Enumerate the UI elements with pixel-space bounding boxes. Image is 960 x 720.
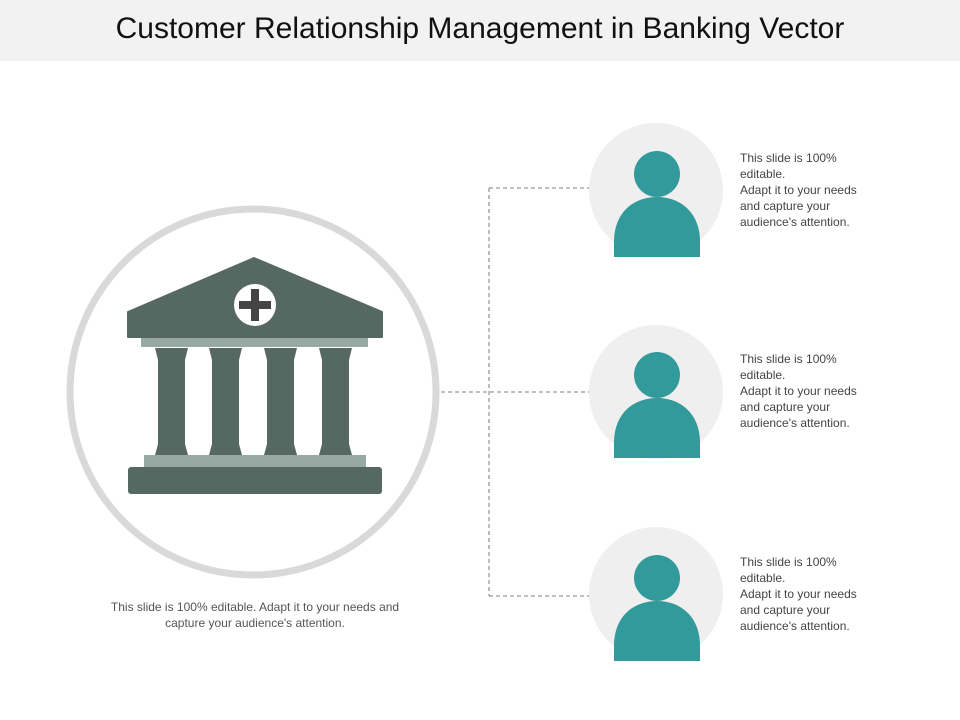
person-text-2: This slide is 100% editable. Adapt it to…	[740, 351, 880, 431]
person-text-line1: This slide is 100% editable.	[740, 555, 837, 585]
page-title: Customer Relationship Management in Bank…	[115, 12, 845, 45]
connector-lines	[434, 187, 590, 597]
person-text-line2: Adapt it to your needs and capture your …	[740, 183, 857, 229]
person-text-line2: Adapt it to your needs and capture your …	[740, 384, 857, 430]
title-bar	[0, 0, 960, 61]
person-text-3: This slide is 100% editable. Adapt it to…	[740, 554, 880, 634]
person-text-line2: Adapt it to your needs and capture your …	[740, 587, 857, 633]
plus-icon	[234, 284, 276, 326]
user-icon	[614, 352, 700, 458]
person-text-line1: This slide is 100% editable.	[740, 352, 837, 382]
user-icon	[614, 151, 700, 257]
bank-caption: This slide is 100% editable. Adapt it to…	[110, 600, 400, 630]
person-text-line1: This slide is 100% editable.	[740, 151, 837, 181]
user-icon	[614, 555, 700, 661]
person-text-1: This slide is 100% editable. Adapt it to…	[740, 150, 880, 230]
